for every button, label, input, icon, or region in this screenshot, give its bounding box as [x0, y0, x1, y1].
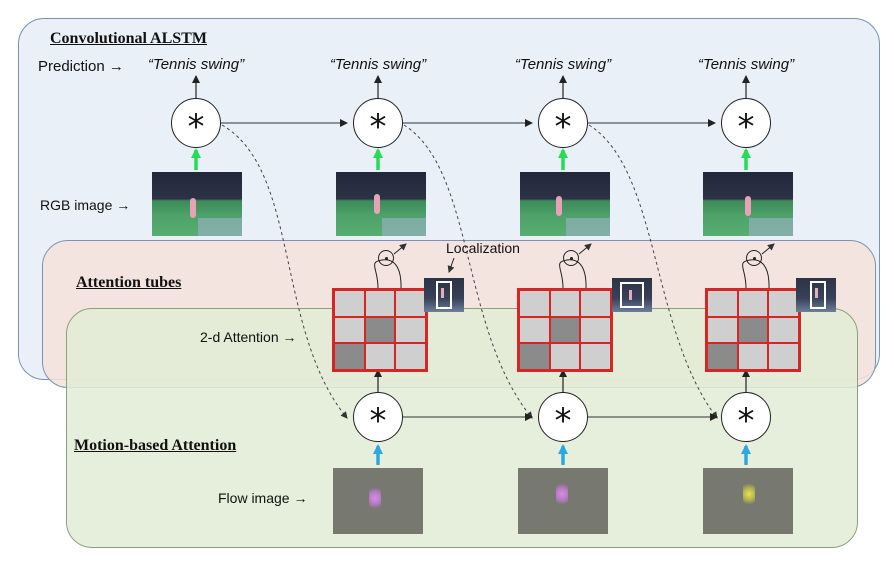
attention-cell: [549, 316, 581, 344]
attention-cell: [768, 290, 799, 317]
flow-image-1: [333, 468, 423, 534]
alstm-operator-4: *: [721, 98, 771, 148]
attention-cell: [364, 343, 396, 370]
flow-image-3: [703, 468, 793, 534]
motion-operator-1: *: [353, 392, 403, 442]
odot-symbol-1: [378, 250, 394, 266]
attention-cell: [768, 316, 799, 344]
attention-cell: [334, 290, 365, 317]
odot-out-arrow-3: [761, 243, 775, 255]
attention-cell: [580, 343, 611, 370]
flow-image-2: [518, 468, 608, 534]
attention-cell: [519, 316, 550, 344]
attention-cell: [737, 290, 769, 317]
localization-thumbnail-1: [424, 278, 464, 312]
attention-cell: [334, 343, 365, 370]
dashed-link-2: [403, 124, 533, 419]
rgb-image-1: [152, 172, 242, 236]
prediction-label: Prediction →: [38, 58, 124, 75]
odot-symbol-2: [563, 250, 579, 266]
attention-map-2: [517, 288, 613, 372]
attention-cell: [707, 343, 738, 370]
alstm-operator-3: *: [538, 98, 588, 148]
rgb-image-2: [336, 172, 426, 236]
attention-cell: [395, 343, 426, 370]
rgb-image-4: [703, 172, 793, 236]
alstm-operator-1: *: [171, 98, 221, 148]
rgb-image-label: RGB image →: [40, 197, 131, 213]
attention-cell: [334, 316, 365, 344]
dashed-link-3: [588, 124, 718, 419]
attention-cell: [364, 316, 396, 344]
prediction-text-4: “Tennis swing”: [697, 56, 795, 73]
attention-cell: [580, 316, 611, 344]
section-title-motion-based-attention: Motion-based Attention: [74, 437, 237, 454]
localization-thumbnail-3: [796, 278, 836, 312]
motion-operator-2: *: [538, 392, 588, 442]
attention-cell: [549, 343, 581, 370]
dashed-link-1: [221, 124, 348, 419]
localization-thumbnail-2: [612, 278, 652, 312]
localization-pointer: [447, 257, 455, 273]
section-title-convolutional-alstm: Convolutional ALSTM: [50, 30, 207, 47]
localization-label: Localization: [446, 240, 520, 256]
attention-map-1: [332, 288, 428, 372]
attention-cell: [580, 290, 611, 317]
odot-out-arrow-1: [393, 243, 407, 255]
attention-cell: [707, 290, 738, 317]
attention-map-3: [705, 288, 801, 372]
attention-cell: [519, 343, 550, 370]
rgb-image-3: [520, 172, 610, 236]
attention-cell: [395, 316, 426, 344]
attention-cell: [768, 343, 799, 370]
attention-cell: [519, 290, 550, 317]
attention-cell: [549, 290, 581, 317]
prediction-text-1: “Tennis swing”: [147, 56, 245, 73]
motion-operator-3: *: [721, 392, 771, 442]
odot-symbol-3: [746, 250, 762, 266]
section-title-attention-tubes: Attention tubes: [76, 274, 182, 291]
attention-cell: [707, 316, 738, 344]
attention-cell: [737, 316, 769, 344]
odot-out-arrow-2: [578, 243, 592, 255]
attention-cell: [395, 290, 426, 317]
prediction-text-2: “Tennis swing”: [329, 56, 427, 73]
attention-cell: [737, 343, 769, 370]
attention-2d-label: 2-d Attention →: [200, 329, 297, 345]
flow-image-label: Flow image →: [218, 490, 308, 506]
alstm-operator-2: *: [353, 98, 403, 148]
prediction-text-3: “Tennis swing”: [514, 56, 612, 73]
attention-cell: [364, 290, 396, 317]
